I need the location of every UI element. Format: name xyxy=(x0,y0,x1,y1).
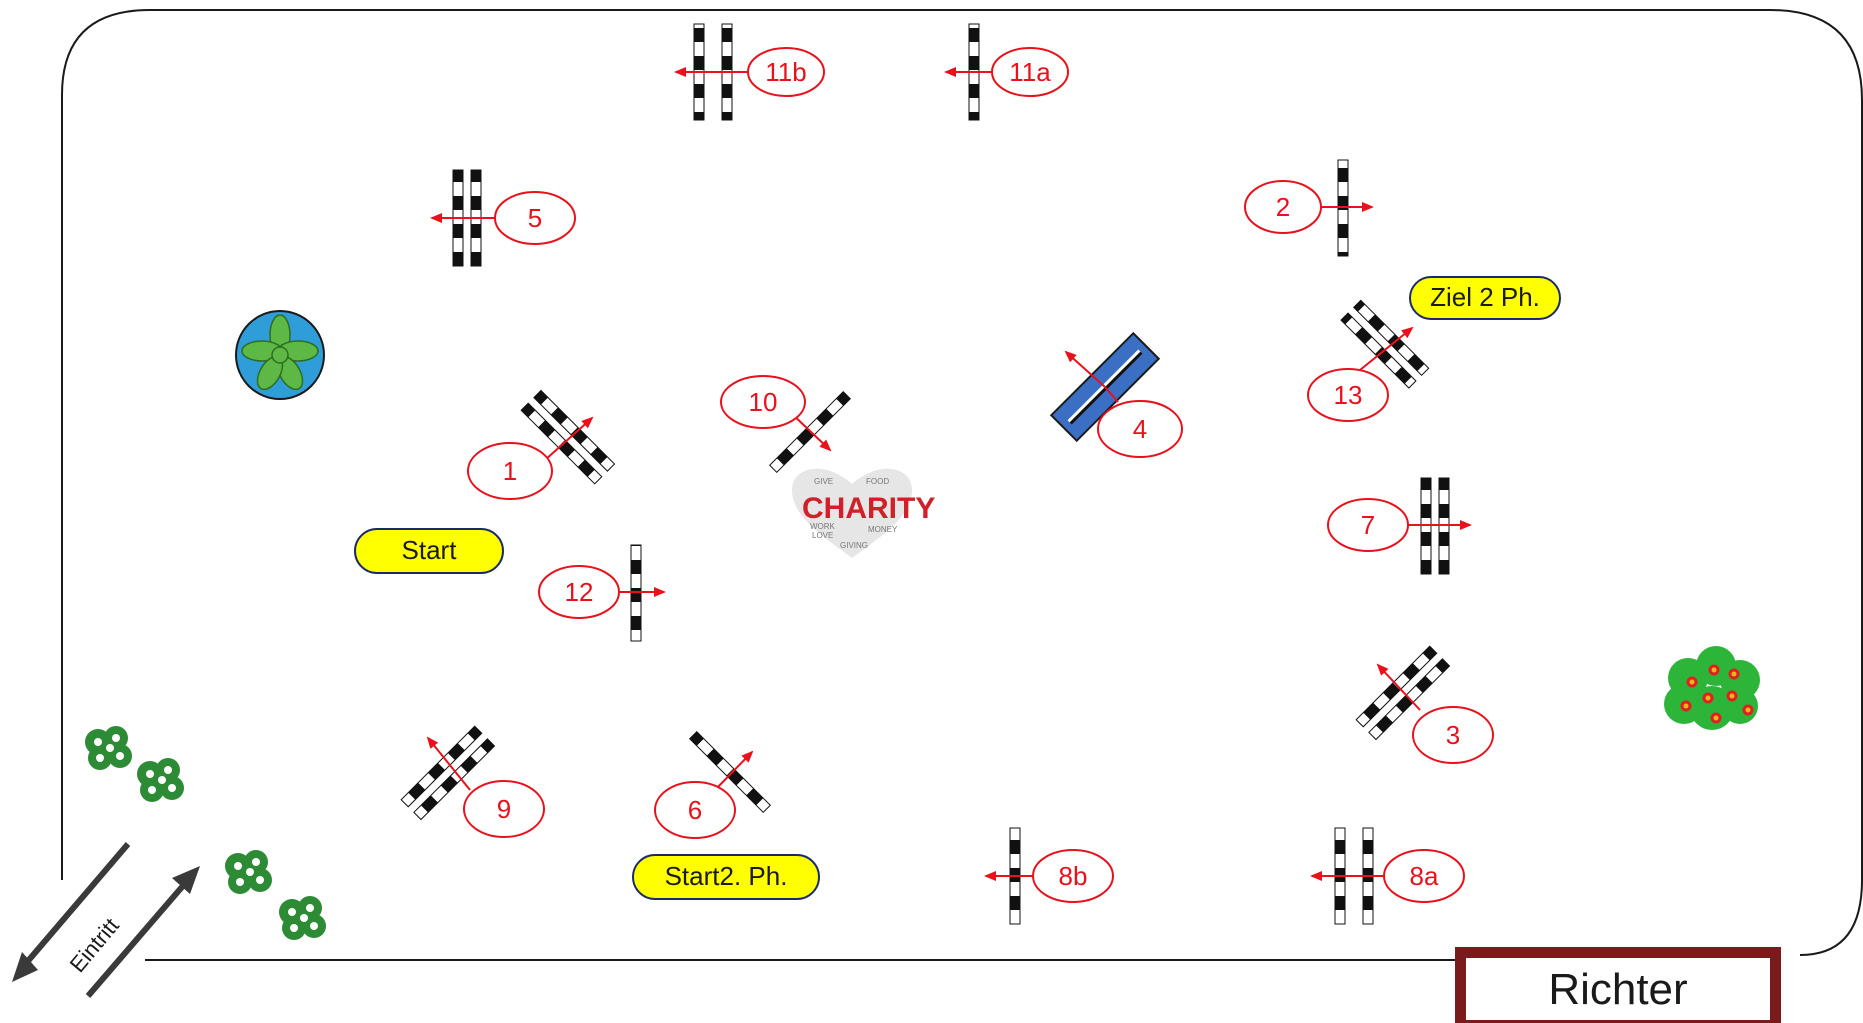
start-marker: Start xyxy=(354,528,504,574)
charity-word: LOVE xyxy=(812,531,833,540)
jump-number: 10 xyxy=(749,387,778,417)
arena-boundary xyxy=(61,9,1863,956)
jump-7: 7 xyxy=(1327,477,1472,575)
jump-number: 3 xyxy=(1446,720,1460,750)
jump-2: 2 xyxy=(1244,159,1374,257)
jump-11b: 11b xyxy=(674,23,825,121)
jump-number: 1 xyxy=(503,456,517,486)
jump-8b: 8b xyxy=(984,827,1114,925)
start-label: Start xyxy=(402,535,458,565)
charity-word: WORK xyxy=(810,522,836,531)
jump-5: 5 xyxy=(430,169,576,267)
jump-6: 6 xyxy=(654,730,772,839)
jump-12: 12 xyxy=(538,544,666,642)
start-phase2-marker: Start2. Ph. xyxy=(632,854,820,900)
jump-number: 8b xyxy=(1059,861,1088,891)
jump-number: 5 xyxy=(528,203,542,233)
finish-phase2-marker: Ziel 2 Ph. xyxy=(1409,276,1561,320)
jump-13: 13 xyxy=(1307,299,1430,422)
jump-number: 7 xyxy=(1361,510,1375,540)
shrub-icon xyxy=(85,726,132,770)
plant-pot-icon xyxy=(235,310,325,400)
charity-word: GIVE xyxy=(814,477,833,486)
judge-box: Richter xyxy=(1455,947,1781,1023)
jump-11a: 11a xyxy=(944,23,1069,121)
jump-number: 8a xyxy=(1410,861,1439,891)
charity-word: FOOD xyxy=(866,477,889,486)
shrub-icon xyxy=(225,850,272,894)
heart-charity-icon: GIVE FOOD CHARITY WORK LOVE MONEY GIVING xyxy=(792,468,935,558)
jump-3: 3 xyxy=(1355,645,1494,764)
finish-phase2-label: Ziel 2 Ph. xyxy=(1430,282,1540,312)
jump-8a: 8a xyxy=(1310,827,1465,925)
judge-label: Richter xyxy=(1548,965,1687,1014)
jump-4: 4 xyxy=(1049,331,1183,458)
charity-word: GIVING xyxy=(840,541,868,550)
jump-number: 9 xyxy=(497,794,511,824)
jump-9: 9 xyxy=(400,725,545,838)
jump-number: 11a xyxy=(1009,57,1051,87)
jump-number: 12 xyxy=(565,577,594,607)
shrub-icon xyxy=(279,896,326,940)
charity-word: MONEY xyxy=(868,525,898,534)
entrance-indicator: Eintritt xyxy=(12,842,200,998)
jump-number: 2 xyxy=(1276,192,1290,222)
flower-bush-icon xyxy=(1664,646,1760,730)
charity-title: CHARITY xyxy=(802,492,935,525)
jump-number: 11b xyxy=(765,57,806,87)
shrub-icon xyxy=(137,758,184,802)
jump-1: 1 xyxy=(467,389,616,500)
jump-10: 10 xyxy=(720,375,852,474)
jump-number: 13 xyxy=(1334,380,1363,410)
jump-number: 6 xyxy=(688,795,702,825)
jump-number: 4 xyxy=(1133,414,1147,444)
start-phase2-label: Start2. Ph. xyxy=(665,861,788,891)
